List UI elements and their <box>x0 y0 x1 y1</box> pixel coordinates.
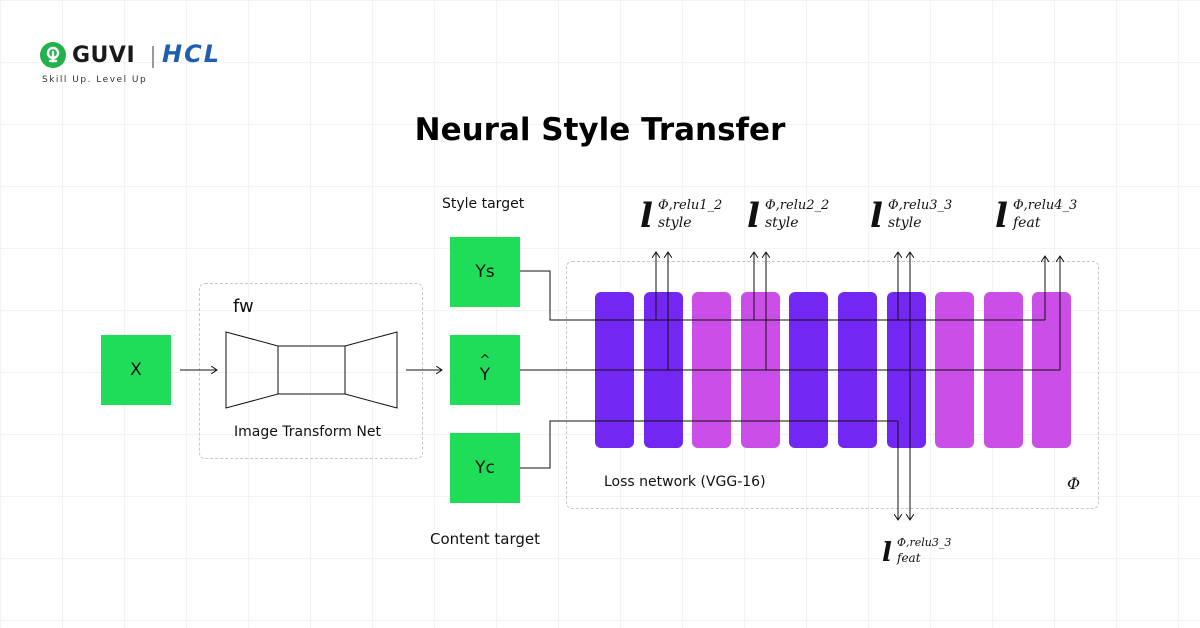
style-target-caption: Style target <box>442 196 525 212</box>
loss-feat-relu3-3: l Φ,relu3_3 feat <box>882 536 972 574</box>
brand-divider <box>152 46 154 68</box>
input-label: X <box>130 360 142 380</box>
transform-weight-label: fw <box>233 296 254 317</box>
loss-subscript: style <box>658 215 692 231</box>
loss-subscript: feat <box>897 551 921 565</box>
transform-net-caption: Image Transform Net <box>234 424 381 440</box>
loss-network-container <box>566 261 1099 509</box>
loss-symbol: l <box>995 196 1008 236</box>
loss-superscript: Φ,relu4_3 <box>1013 198 1078 213</box>
phi-symbol: Φ <box>1067 474 1081 493</box>
content-target-line <box>520 420 898 469</box>
bottleneck-shape <box>277 345 346 395</box>
loss-superscript: Φ,relu1_2 <box>658 198 723 213</box>
loss-symbol: l <box>870 196 883 236</box>
loss-symbol: l <box>747 196 760 236</box>
content-target-label: Yc <box>475 458 495 478</box>
decoder-shape <box>344 331 398 409</box>
transform-net-container <box>199 283 423 459</box>
loss-network-caption: Loss network (VGG-16) <box>604 474 766 490</box>
output-hat: ^ <box>479 353 491 368</box>
brand-logo: GUVI HCL Skill Up. Level Up <box>40 40 280 90</box>
loss-symbol: l <box>640 196 653 236</box>
loss-superscript: Φ,relu3_3 <box>897 536 952 549</box>
encoder-shape <box>225 331 279 409</box>
loss-symbol: l <box>882 538 892 568</box>
loss-subscript: style <box>765 215 799 231</box>
loss-superscript: Φ,relu2_2 <box>765 198 830 213</box>
style-target-label: Ys <box>475 262 495 282</box>
content-target-caption: Content target <box>430 530 541 548</box>
loss-style-relu3-3: l Φ,relu3_3 style <box>870 196 970 236</box>
brand-tagline: Skill Up. Level Up <box>42 75 148 85</box>
page-title: Neural Style Transfer <box>414 112 786 148</box>
loss-style-relu2-2: l Φ,relu2_2 style <box>747 196 847 236</box>
loss-style-relu1-2: l Φ,relu1_2 style <box>640 196 740 236</box>
guvi-logo-icon <box>40 42 66 68</box>
brand-name: GUVI <box>72 43 136 68</box>
style-target-node: Ys <box>450 237 520 307</box>
content-target-node: Yc <box>450 433 520 503</box>
output-node: ^ Y <box>450 335 520 405</box>
style-target-line <box>520 270 1045 321</box>
loss-feat-relu4-3: l Φ,relu4_3 feat <box>995 196 1095 236</box>
partner-name: HCL <box>162 40 221 68</box>
output-label: Y <box>479 365 491 385</box>
loss-superscript: Φ,relu3_3 <box>888 198 953 213</box>
input-node: X <box>101 335 171 405</box>
loss-subscript: feat <box>1013 215 1041 231</box>
loss-subscript: style <box>888 215 922 231</box>
